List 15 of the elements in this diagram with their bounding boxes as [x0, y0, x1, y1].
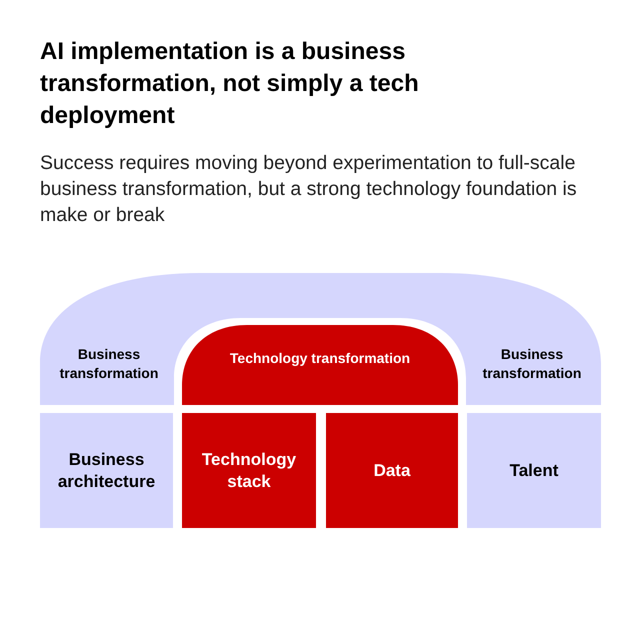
shape-label: Technology stack [200, 448, 298, 492]
shape-label: Data [372, 460, 412, 482]
shape-label: Technology transformation [228, 349, 412, 368]
pillar-box [467, 413, 601, 528]
pillar-box [182, 413, 316, 528]
shape-label: Talent [508, 460, 560, 482]
heading: AI implementation is a business transformation, not simply a tech deployment [40, 37, 420, 131]
dome-shape [182, 325, 458, 405]
subheading: Success requires moving beyond experimentation to full-scale business transformation, but a strong technology foundation is make or break [40, 151, 578, 228]
shape-label: Business transformation [482, 345, 582, 383]
pillar-box [40, 413, 173, 528]
pillar-box [326, 413, 458, 528]
shape-label: Business transformation [58, 345, 160, 383]
arch-band [40, 273, 601, 405]
shape-label: Business architecture [56, 448, 156, 492]
